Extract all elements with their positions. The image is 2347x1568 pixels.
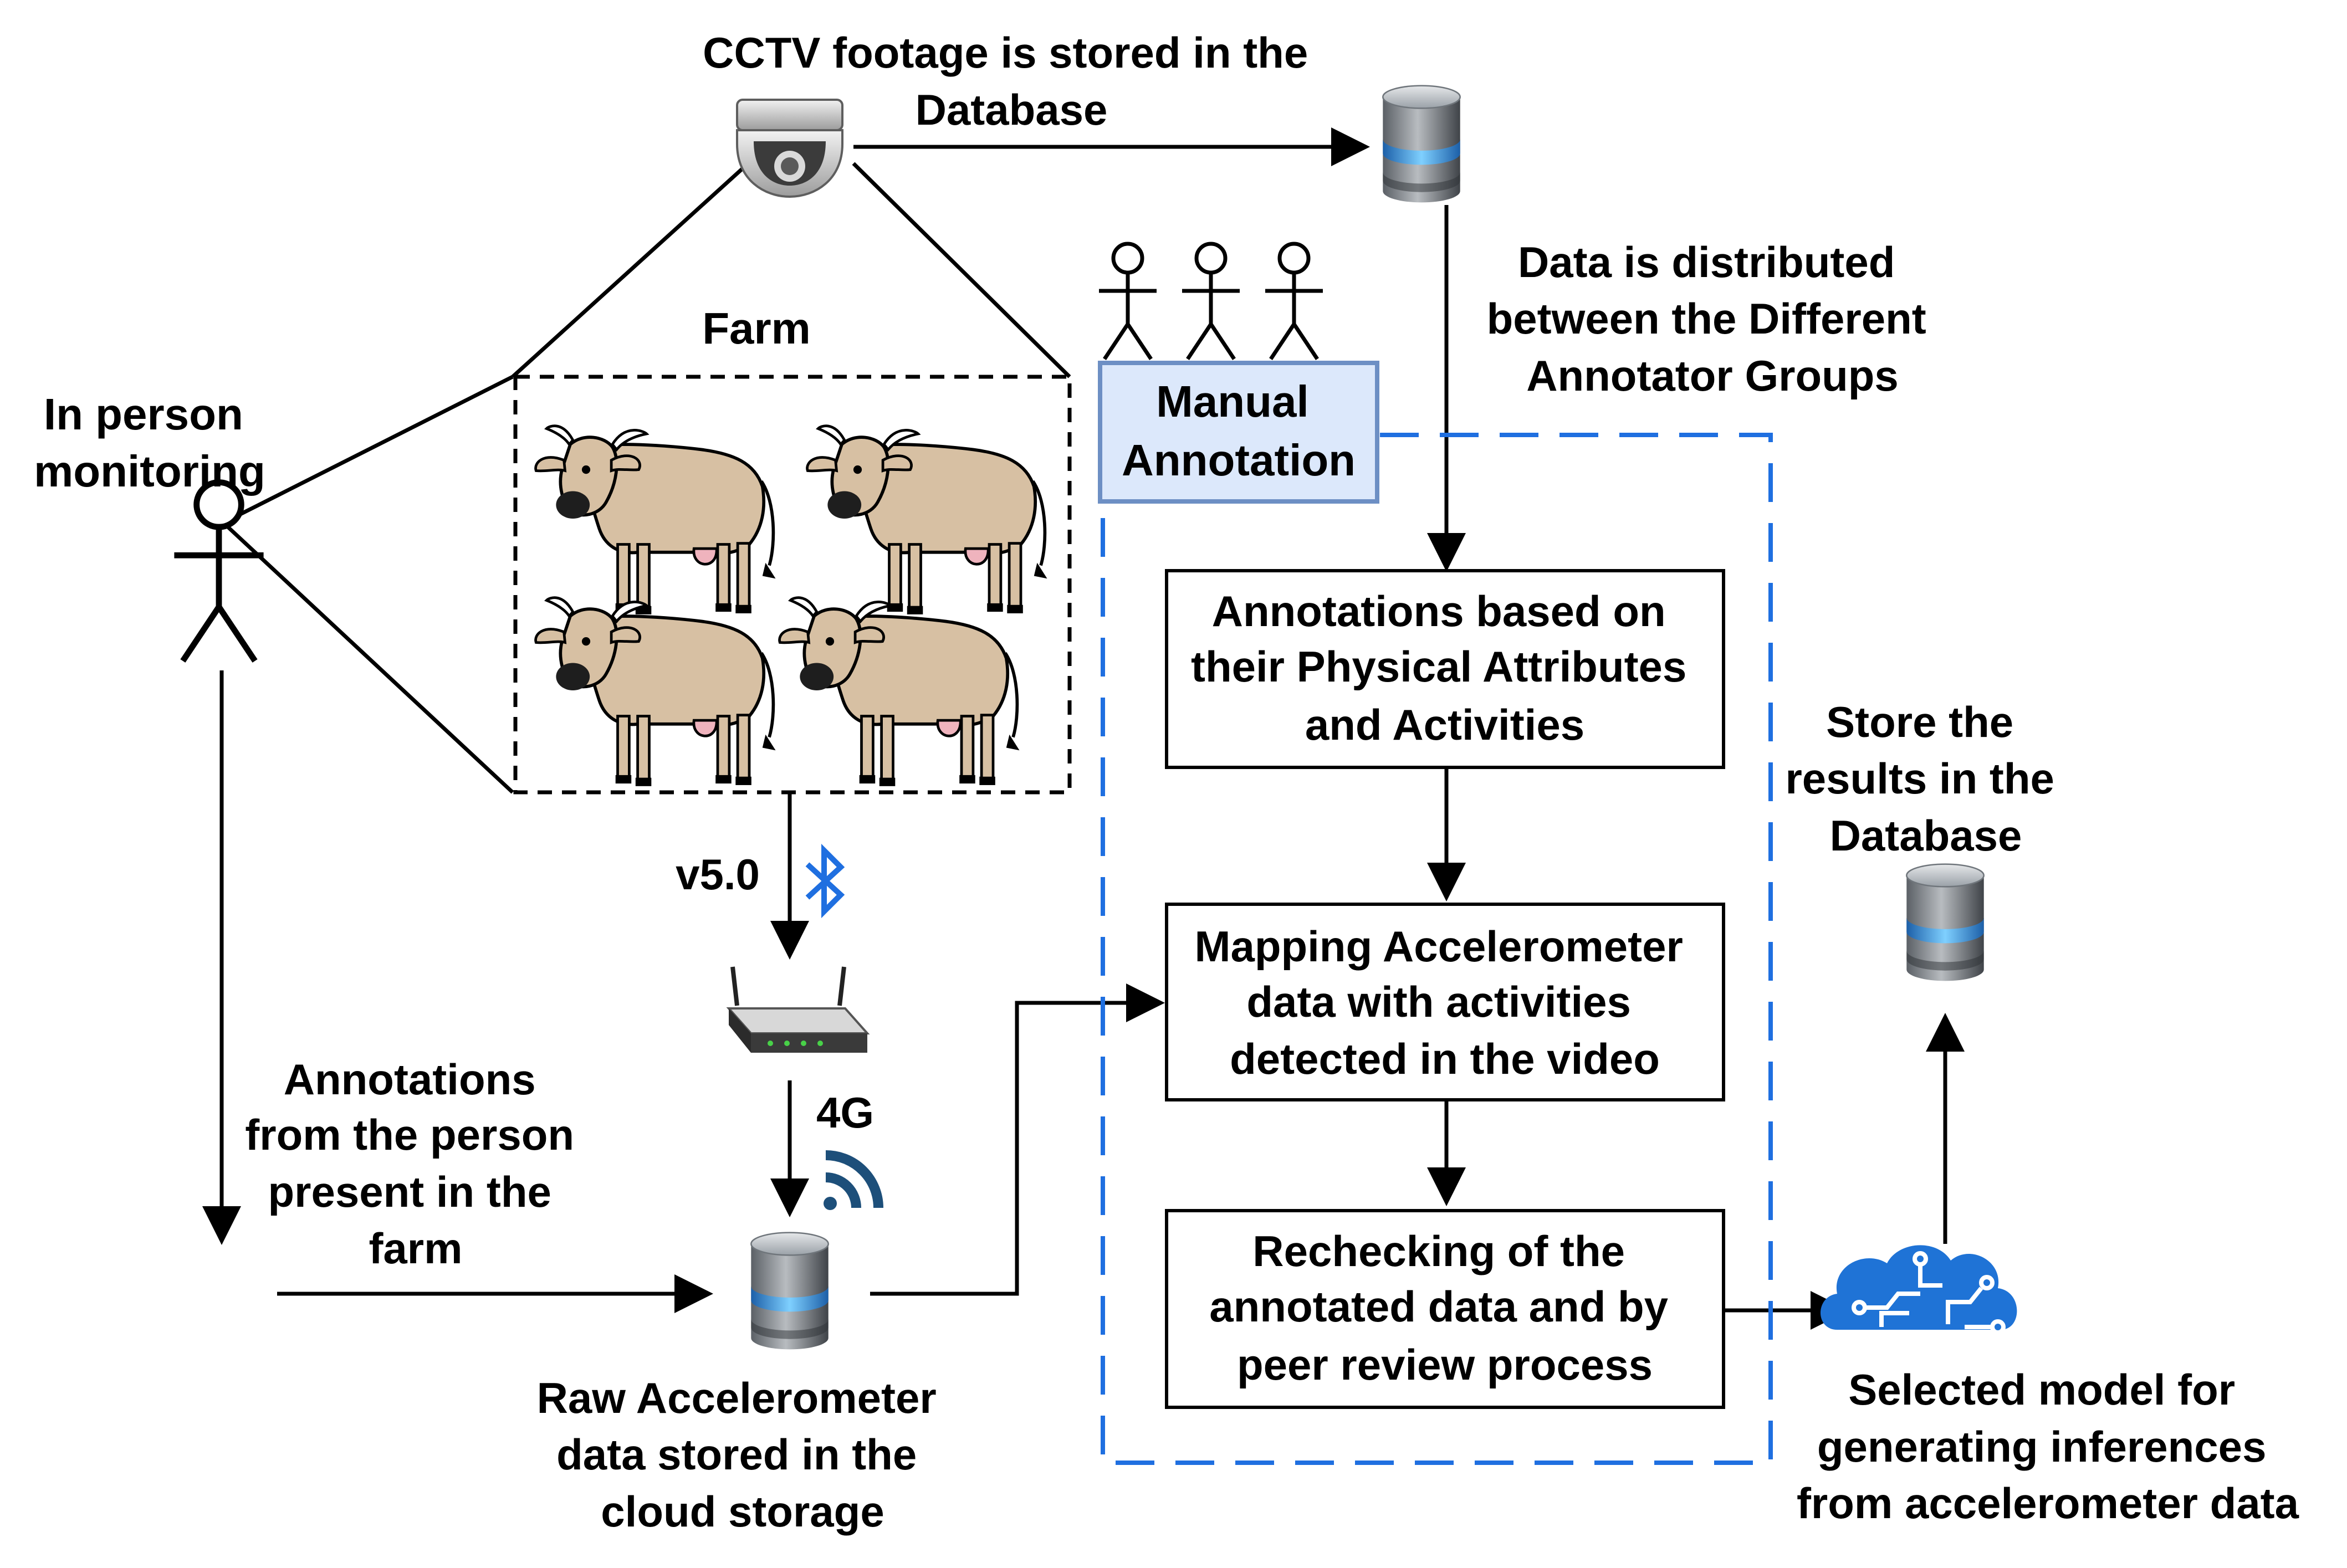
cow-icon [807,426,1047,614]
annotator-group [1099,244,1323,359]
process-box-mapping: Mapping Accelerometer data with activiti… [1165,903,1725,1101]
manual-annotation-box [1098,361,1379,504]
cctv-caption: CCTV footage is stored in the Database [703,28,1320,134]
stick-figure-icon [1265,244,1323,359]
wifi-router-icon [726,966,870,1053]
manual-annotation-label: Manual Annotation [1122,377,1356,485]
person-to-farm-bottom-line [226,525,514,794]
database-icon [1382,85,1461,203]
person-annotations-caption: Annotations from the person present in t… [245,1055,586,1273]
cow-icon [536,598,776,786]
farm-label: Farm [702,304,811,353]
store-results-caption: Store the results in the Database [1785,698,2066,860]
svg-text:Annotations based on the: Annotations based on their Physical Attr… [1191,587,1699,749]
camera-to-farm-right-line [852,162,1071,378]
farm-boundary [513,375,1072,795]
distribution-caption: Data is distributed between the Differen… [1487,238,1939,400]
ai-brain-icon [1821,1245,2017,1335]
cctv-camera-icon [736,99,843,198]
model-caption: Selected model for generating inferences… [1797,1365,2299,1528]
cloud-to-mapping-arrow [870,983,1165,1296]
stick-figure-icon [1182,244,1240,359]
process-box-annotations: Annotations based on their Physical Attr… [1165,569,1725,769]
svg-text:Mapping Accelerometer da: Mapping Accelerometer data with activiti… [1194,922,1695,1083]
svg-text:Rechecking of the annota: Rechecking of the annotated data and by … [1209,1227,1680,1389]
person-label: In person monitoring [34,390,265,496]
cellular-label: 4G [816,1088,874,1137]
person-to-farm-top-line [226,375,514,523]
process-box-rechecking: Rechecking of the annotated data and by … [1165,1209,1725,1409]
camera-to-farm-left-line [511,162,750,378]
cow-icon [536,426,776,614]
cow-icon [780,598,1020,786]
bluetooth-icon [805,843,845,919]
manual-annotation-region [1101,433,1773,1465]
stick-figure-icon [1099,244,1157,359]
bluetooth-version-label: v5.0 [676,850,760,899]
cellular-signal-icon [824,1150,883,1210]
database-icon [1906,863,1985,982]
raw-data-caption: Raw Accelerometer data stored in the clo… [537,1374,949,1536]
database-icon [750,1232,829,1350]
